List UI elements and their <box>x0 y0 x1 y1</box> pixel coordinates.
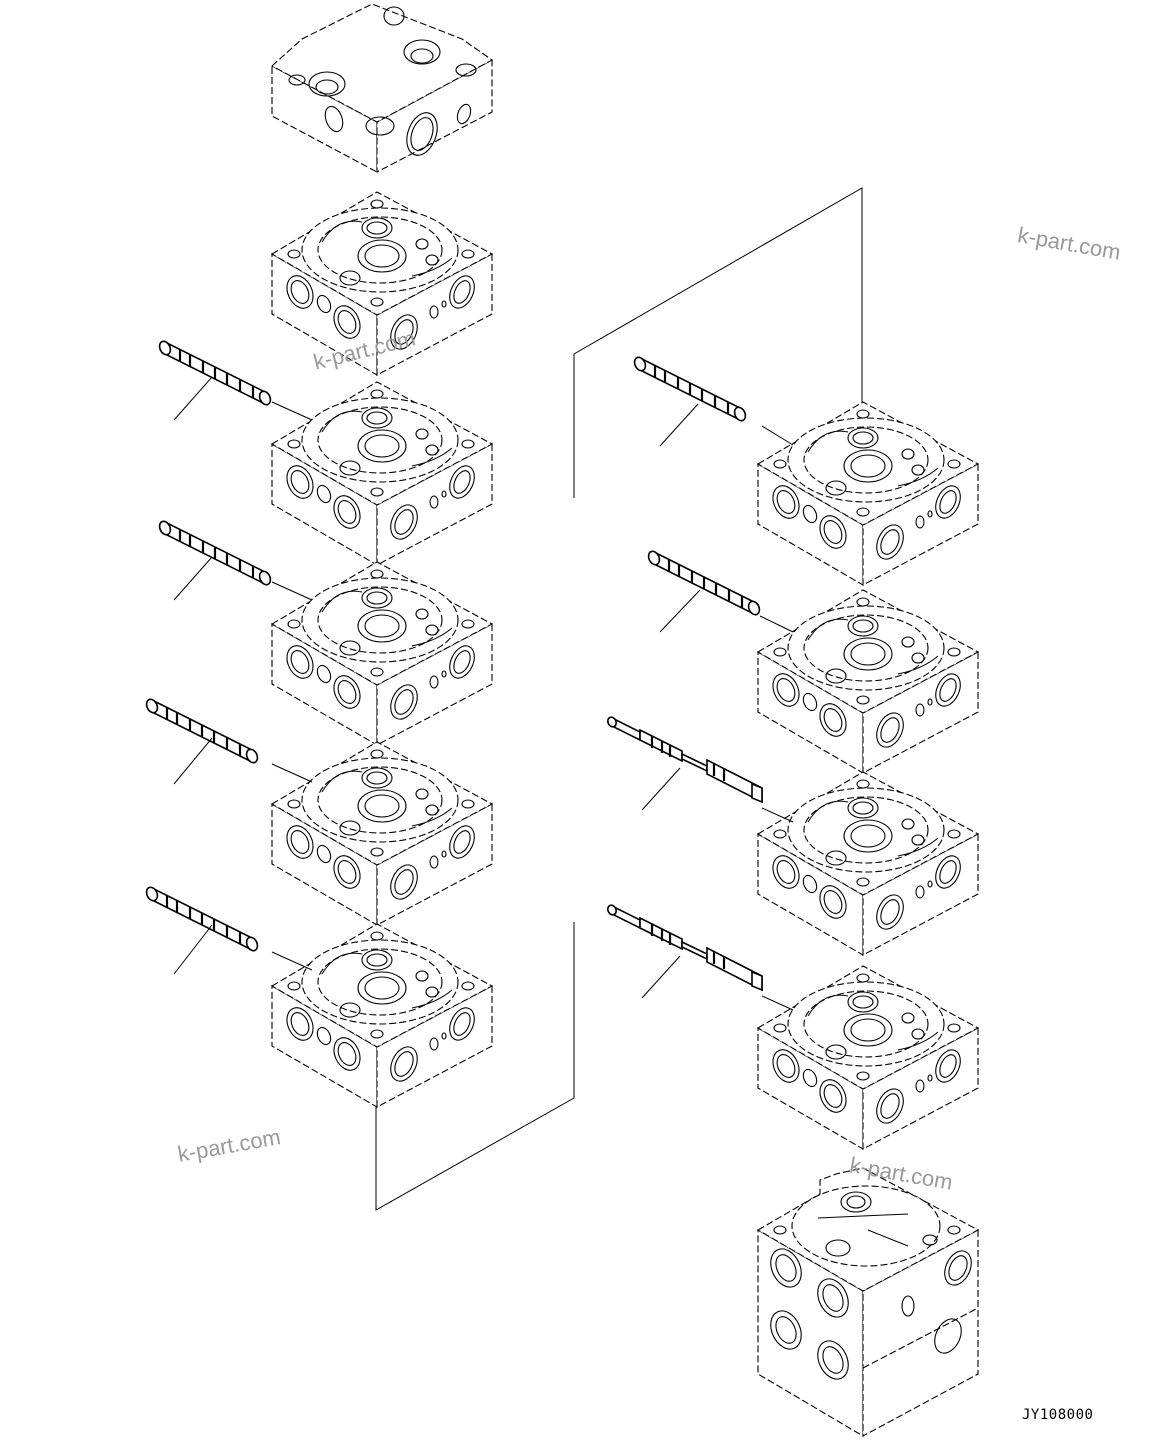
spool-4 <box>143 696 313 785</box>
end-block-bottom <box>756 1167 980 1437</box>
valve-block-2 <box>271 381 493 566</box>
valve-block-8 <box>757 771 979 956</box>
connector-line-bottom <box>375 922 575 1211</box>
valve-block-7 <box>757 589 979 774</box>
valve-block-6 <box>757 401 979 586</box>
spool-9-stepped <box>605 902 794 1011</box>
valve-block-3 <box>271 561 493 746</box>
valve-block-4 <box>271 741 493 926</box>
spool-5 <box>143 884 313 975</box>
drawing-code-label: JY108000 <box>1022 1407 1094 1423</box>
spool-2 <box>156 338 313 421</box>
valve-block-5 <box>271 923 493 1108</box>
valve-block-9 <box>757 965 979 1150</box>
spool-6 <box>631 354 794 447</box>
connector-line-top-right <box>573 187 863 498</box>
spool-3 <box>156 518 313 601</box>
spool-8-stepped <box>605 714 794 823</box>
end-cover-top <box>271 3 494 173</box>
spool-7 <box>645 548 794 633</box>
